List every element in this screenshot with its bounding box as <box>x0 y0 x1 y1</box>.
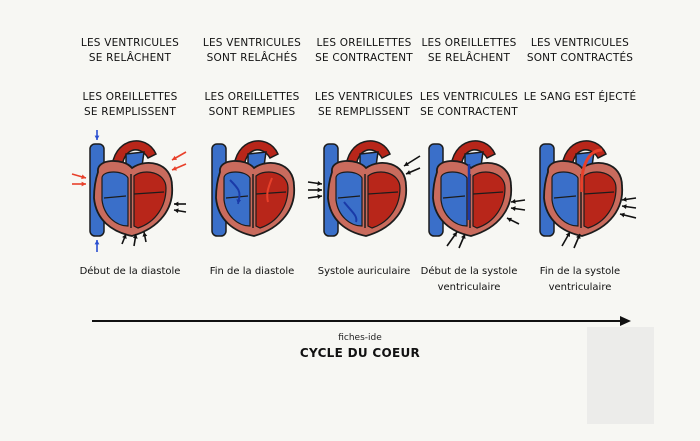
source-label: fiches-ide <box>300 333 420 343</box>
overlay-box <box>587 327 654 424</box>
page-title: CYCLE DU COEUR <box>260 346 460 360</box>
